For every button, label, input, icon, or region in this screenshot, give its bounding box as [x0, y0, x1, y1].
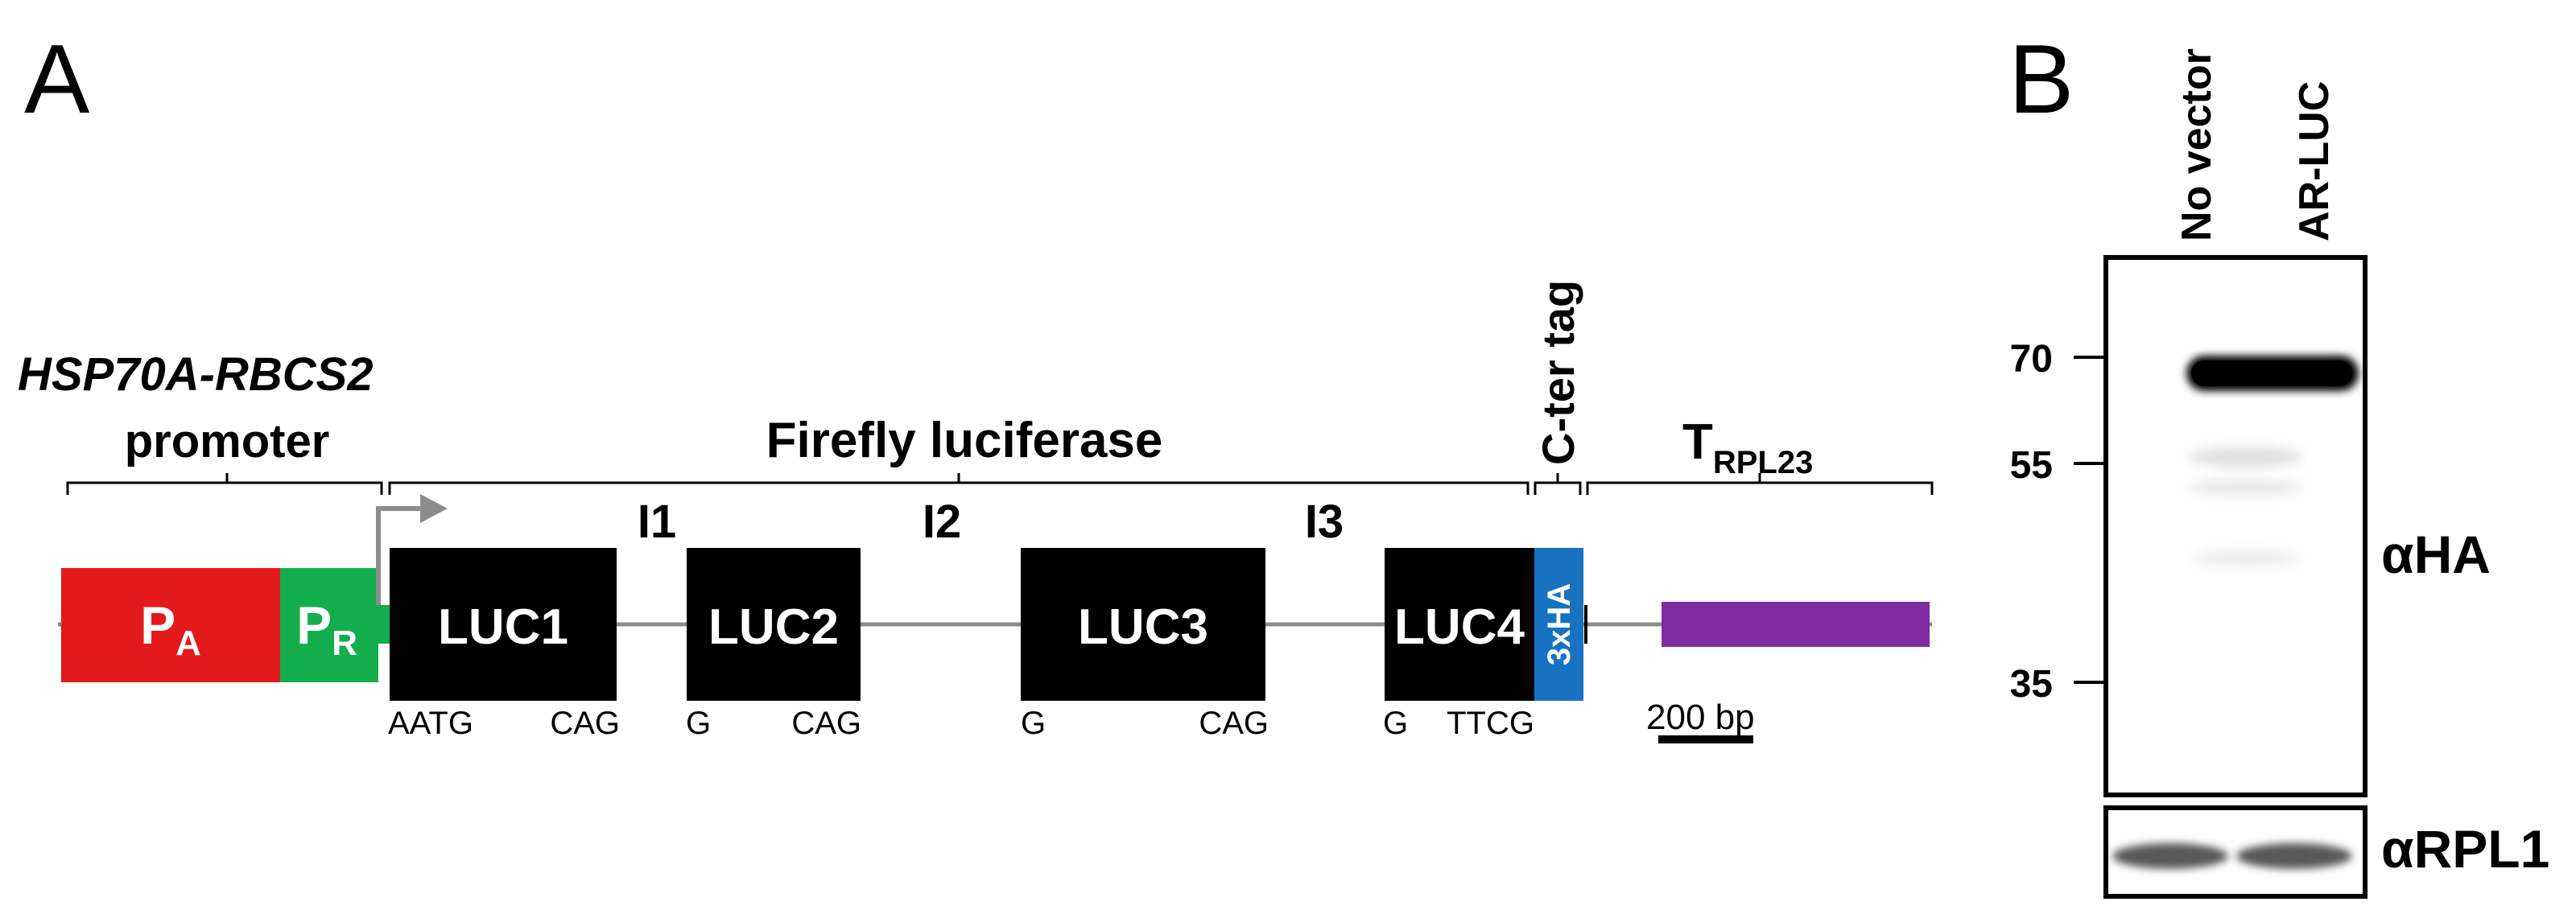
marker-70: 70 [2010, 338, 2053, 381]
promoter-word: promoter [125, 415, 330, 467]
exon-luc2 [687, 548, 861, 701]
seq-luc2-right: CAG [791, 706, 861, 741]
tss-arrow-line [376, 506, 425, 605]
promoter-name: HSP70A-RBCS2 [18, 348, 374, 401]
rpl1-band-ar-luc [2236, 843, 2352, 869]
scale-bar-label: 200 bp [1646, 698, 1755, 737]
faint-band-2 [2190, 478, 2302, 497]
panel-a-label: A [24, 24, 90, 134]
intron-label-3: I3 [1305, 496, 1344, 548]
seq-luc1-right: CAG [550, 706, 620, 741]
intron-label-1: I1 [638, 496, 676, 548]
exon-label-luc4: LUC4 [1394, 599, 1525, 655]
seq-luc4-right: TTCG [1447, 706, 1534, 741]
exon-label-luc1: LUC1 [438, 599, 568, 655]
seq-luc3-right: CAG [1199, 706, 1269, 741]
pr-label: PR [296, 595, 357, 663]
exon-luc3 [1021, 548, 1265, 701]
seq-luc1-left: AATG [388, 706, 473, 741]
exon-luc4 [1385, 548, 1534, 701]
luciferase-label: Firefly luciferase [766, 413, 1163, 468]
rpl1-band-no-vector [2112, 843, 2228, 869]
exon-label-luc3: LUC3 [1078, 599, 1208, 655]
marker-35: 35 [2010, 663, 2053, 706]
seq-luc3-left: G [1021, 706, 1046, 741]
antibody-rpl1: αRPL1 [2381, 819, 2549, 879]
pr-connector [378, 605, 390, 644]
ha-band-core [2191, 360, 2352, 386]
ha-tag-label: 3xHA [1542, 583, 1577, 665]
lane-label-no-vector: No vector [2174, 48, 2220, 241]
seq-luc4-left: G [1383, 706, 1408, 741]
faint-band-1 [2190, 446, 2302, 468]
scale-bar [1658, 735, 1753, 743]
luciferase-brace [388, 473, 1530, 495]
seq-luc2-left: G [686, 706, 711, 741]
terminator-box [1662, 602, 1930, 647]
panel-b-label: B [2008, 24, 2074, 134]
intron-label-2: I2 [923, 496, 961, 548]
cter-tag-label: C-ter tag [1533, 280, 1583, 465]
pr-box [280, 568, 378, 682]
antibody-ha: αHA [2381, 525, 2491, 584]
pa-label: PA [140, 595, 201, 663]
blot-ha [2103, 255, 2368, 797]
faint-band-3 [2193, 549, 2299, 568]
promoter-brace [66, 473, 383, 495]
ha-tag-box [1534, 548, 1583, 701]
exon-label-luc2: LUC2 [708, 599, 839, 655]
lane-label-ar-luc: AR-LUC [2291, 81, 2338, 241]
terminator-brace [1586, 473, 1934, 495]
cter-tag-brace [1534, 473, 1582, 495]
terminator-label: TRPL23 [1682, 414, 1813, 480]
marker-55: 55 [2010, 444, 2053, 487]
tss-arrowhead-icon [420, 494, 448, 523]
exon-luc1 [390, 548, 617, 701]
pa-box [61, 568, 280, 682]
